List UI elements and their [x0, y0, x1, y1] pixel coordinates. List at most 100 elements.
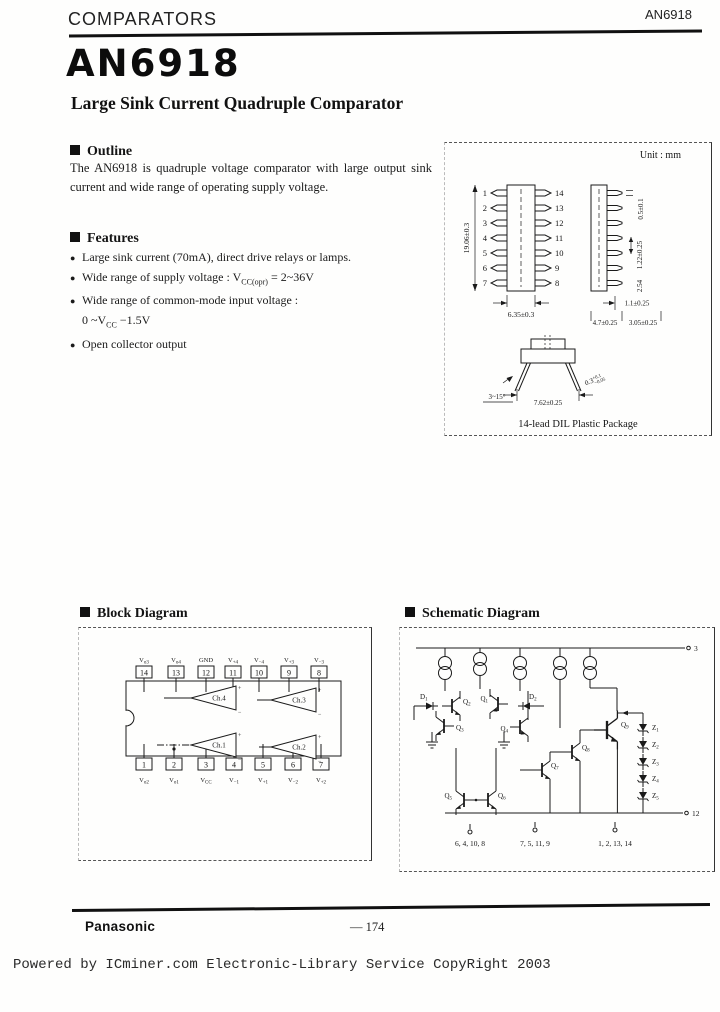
input-stage: D1 Q2 Q3 Q1 D2 Q4	[413, 688, 544, 749]
vcc-pin-label: 3	[694, 644, 698, 653]
dim-lead-width: 1.22±0.25	[636, 240, 644, 269]
zener-label: Z2	[652, 741, 659, 751]
diode-label: D1	[420, 693, 428, 703]
gnd-rail: 12	[445, 809, 700, 818]
dim-standoff: 3.05±0.25	[629, 319, 658, 327]
pin-number: 12	[555, 218, 564, 228]
transistor-label: Q3	[456, 724, 464, 734]
pin-label: V−2	[288, 777, 299, 786]
transistor-label: Q7	[551, 762, 559, 772]
outline-heading: Outline	[70, 144, 132, 160]
minus-sign: −	[318, 759, 322, 765]
transistor-label: Q6	[498, 792, 506, 802]
block-diagram-heading-label: Block Diagram	[97, 606, 188, 621]
channel-label: Ch.3	[292, 697, 306, 705]
current-sources	[438, 648, 597, 728]
feature-item: ● Wide range of common-mode input voltag…	[70, 291, 436, 311]
package-side-view: 0.5±0.1 1.22±0.25 2.54 1.1±0.25 4.7±0.25…	[590, 184, 662, 327]
vcc-rail: 3	[416, 644, 698, 653]
zener-label: Z1	[652, 724, 659, 734]
feature-text: Wide range of common-mode input voltage …	[82, 293, 299, 308]
page-number: — 174	[350, 920, 385, 934]
dim-offset: 1.1±0.25	[625, 300, 650, 308]
page-title: AN6918	[66, 42, 241, 85]
package-front-view: 1 2 3 4 5 6 7 14 13 12 11 10 9 8 19.06±0…	[462, 184, 564, 319]
features-list: ● Large sink current (70mA), direct driv…	[70, 248, 436, 354]
pin-number: 8	[555, 278, 559, 288]
package-drawing: Unit : mm	[462, 150, 681, 430]
pin-number: 6	[291, 761, 295, 770]
bullet-icon: ●	[70, 296, 76, 307]
pin-number: 2	[172, 761, 176, 770]
pin-number: 6	[483, 263, 487, 273]
feature-text: Open collector output	[82, 336, 187, 351]
transistor-label: Q1	[480, 695, 488, 705]
pin-number: 10	[555, 248, 564, 258]
page-subtitle: Large Sink Current Quadruple Comparator	[71, 93, 404, 113]
pin-label: VCC	[200, 777, 212, 786]
schematic-heading-label: Schematic Diagram	[422, 606, 540, 621]
schematic-drawing: 3 D1 Q2 Q3 Q1 D2	[413, 644, 700, 848]
pin-label: V−1	[229, 777, 240, 786]
pin-number: 1	[483, 188, 487, 198]
category-header: COMPARATORS	[68, 9, 218, 29]
schematic-heading: Schematic Diagram	[405, 606, 540, 622]
pin-number: 3	[204, 761, 208, 770]
pin-label: GND	[199, 657, 213, 664]
dim-pitch: 2.54	[636, 279, 644, 292]
block-diagram-figure: 14 13 12 11 10 9 8 Vo3 Vo4 GND V+4 V−4 V…	[78, 627, 372, 861]
pin-label: V−3	[314, 657, 325, 666]
section-square-icon	[405, 607, 415, 617]
feature-text: Wide range of supply voltage : VCC(opr) …	[82, 269, 314, 286]
external-terminals: 6, 4, 10, 8 7, 5, 11, 9 1, 2, 13, 14	[455, 822, 632, 848]
pin-number: 11	[555, 233, 563, 243]
pin-label: V+1	[258, 777, 269, 786]
comparator-channels: Ch.4 Ch.3 Ch.1 Ch.2 + − + − + − + −	[157, 685, 322, 765]
section-square-icon	[70, 232, 80, 242]
minus-sign: −	[238, 710, 242, 716]
pin-number: 7	[319, 761, 323, 770]
pin-number: 13	[555, 203, 564, 213]
minus-sign: −	[238, 757, 242, 763]
pin-number: 11	[229, 669, 237, 678]
pin-label: V+2	[316, 777, 327, 786]
inverting-inputs-label: 6, 4, 10, 8	[455, 839, 485, 848]
feature-item: ● Open collector output	[70, 335, 436, 355]
plus-sign: +	[318, 735, 322, 741]
minus-sign: −	[318, 712, 322, 718]
pin-number: 4	[232, 761, 236, 770]
block-diagram-drawing: 14 13 12 11 10 9 8 Vo3 Vo4 GND V+4 V−4 V…	[123, 657, 342, 786]
pin-label: V−4	[254, 657, 265, 666]
outputs-label: 1, 2, 13, 14	[598, 839, 632, 848]
transistor-label: Q9	[621, 721, 629, 731]
zener-label: Z3	[652, 758, 659, 768]
bullet-icon: ●	[70, 339, 76, 350]
features-heading-label: Features	[87, 231, 139, 246]
dim-lead-tip: 0.5±0.1	[637, 198, 645, 220]
bullet-icon: ●	[70, 272, 76, 283]
header-rule	[68, 29, 703, 38]
dim-row-spacing: 7.62±0.25	[534, 399, 563, 407]
pin-label: Vo1	[169, 777, 179, 786]
feature-item: ● Large sink current (70mA), direct driv…	[70, 248, 436, 268]
pin-label: V+3	[284, 657, 295, 666]
dim-angle: 3~15°	[488, 393, 505, 401]
brand-logo: Panasonic	[85, 919, 156, 934]
outline-heading-label: Outline	[87, 144, 133, 159]
pin-label: Vo2	[139, 777, 149, 786]
pin-number: 7	[483, 278, 487, 288]
pin-number: 8	[317, 669, 321, 678]
pin-label: V+4	[228, 657, 239, 666]
pin-number: 5	[483, 248, 487, 258]
pin-number: 14	[555, 188, 564, 198]
section-square-icon	[80, 607, 90, 617]
transistor-label: Q8	[582, 744, 590, 754]
channel-label: Ch.2	[292, 744, 306, 752]
schematic-figure: 3 D1 Q2 Q3 Q1 D2	[399, 627, 715, 872]
block-diagram-heading: Block Diagram	[80, 606, 188, 622]
package-end-view: 3~15° 7.62±0.25 0.3+0.1−0.05	[483, 335, 607, 407]
part-number-header: AN6918	[645, 7, 692, 22]
plus-sign: +	[238, 733, 242, 739]
dim-lead-thickness: 0.3+0.1−0.05	[584, 372, 607, 390]
transistor-label: Q5	[444, 792, 452, 802]
